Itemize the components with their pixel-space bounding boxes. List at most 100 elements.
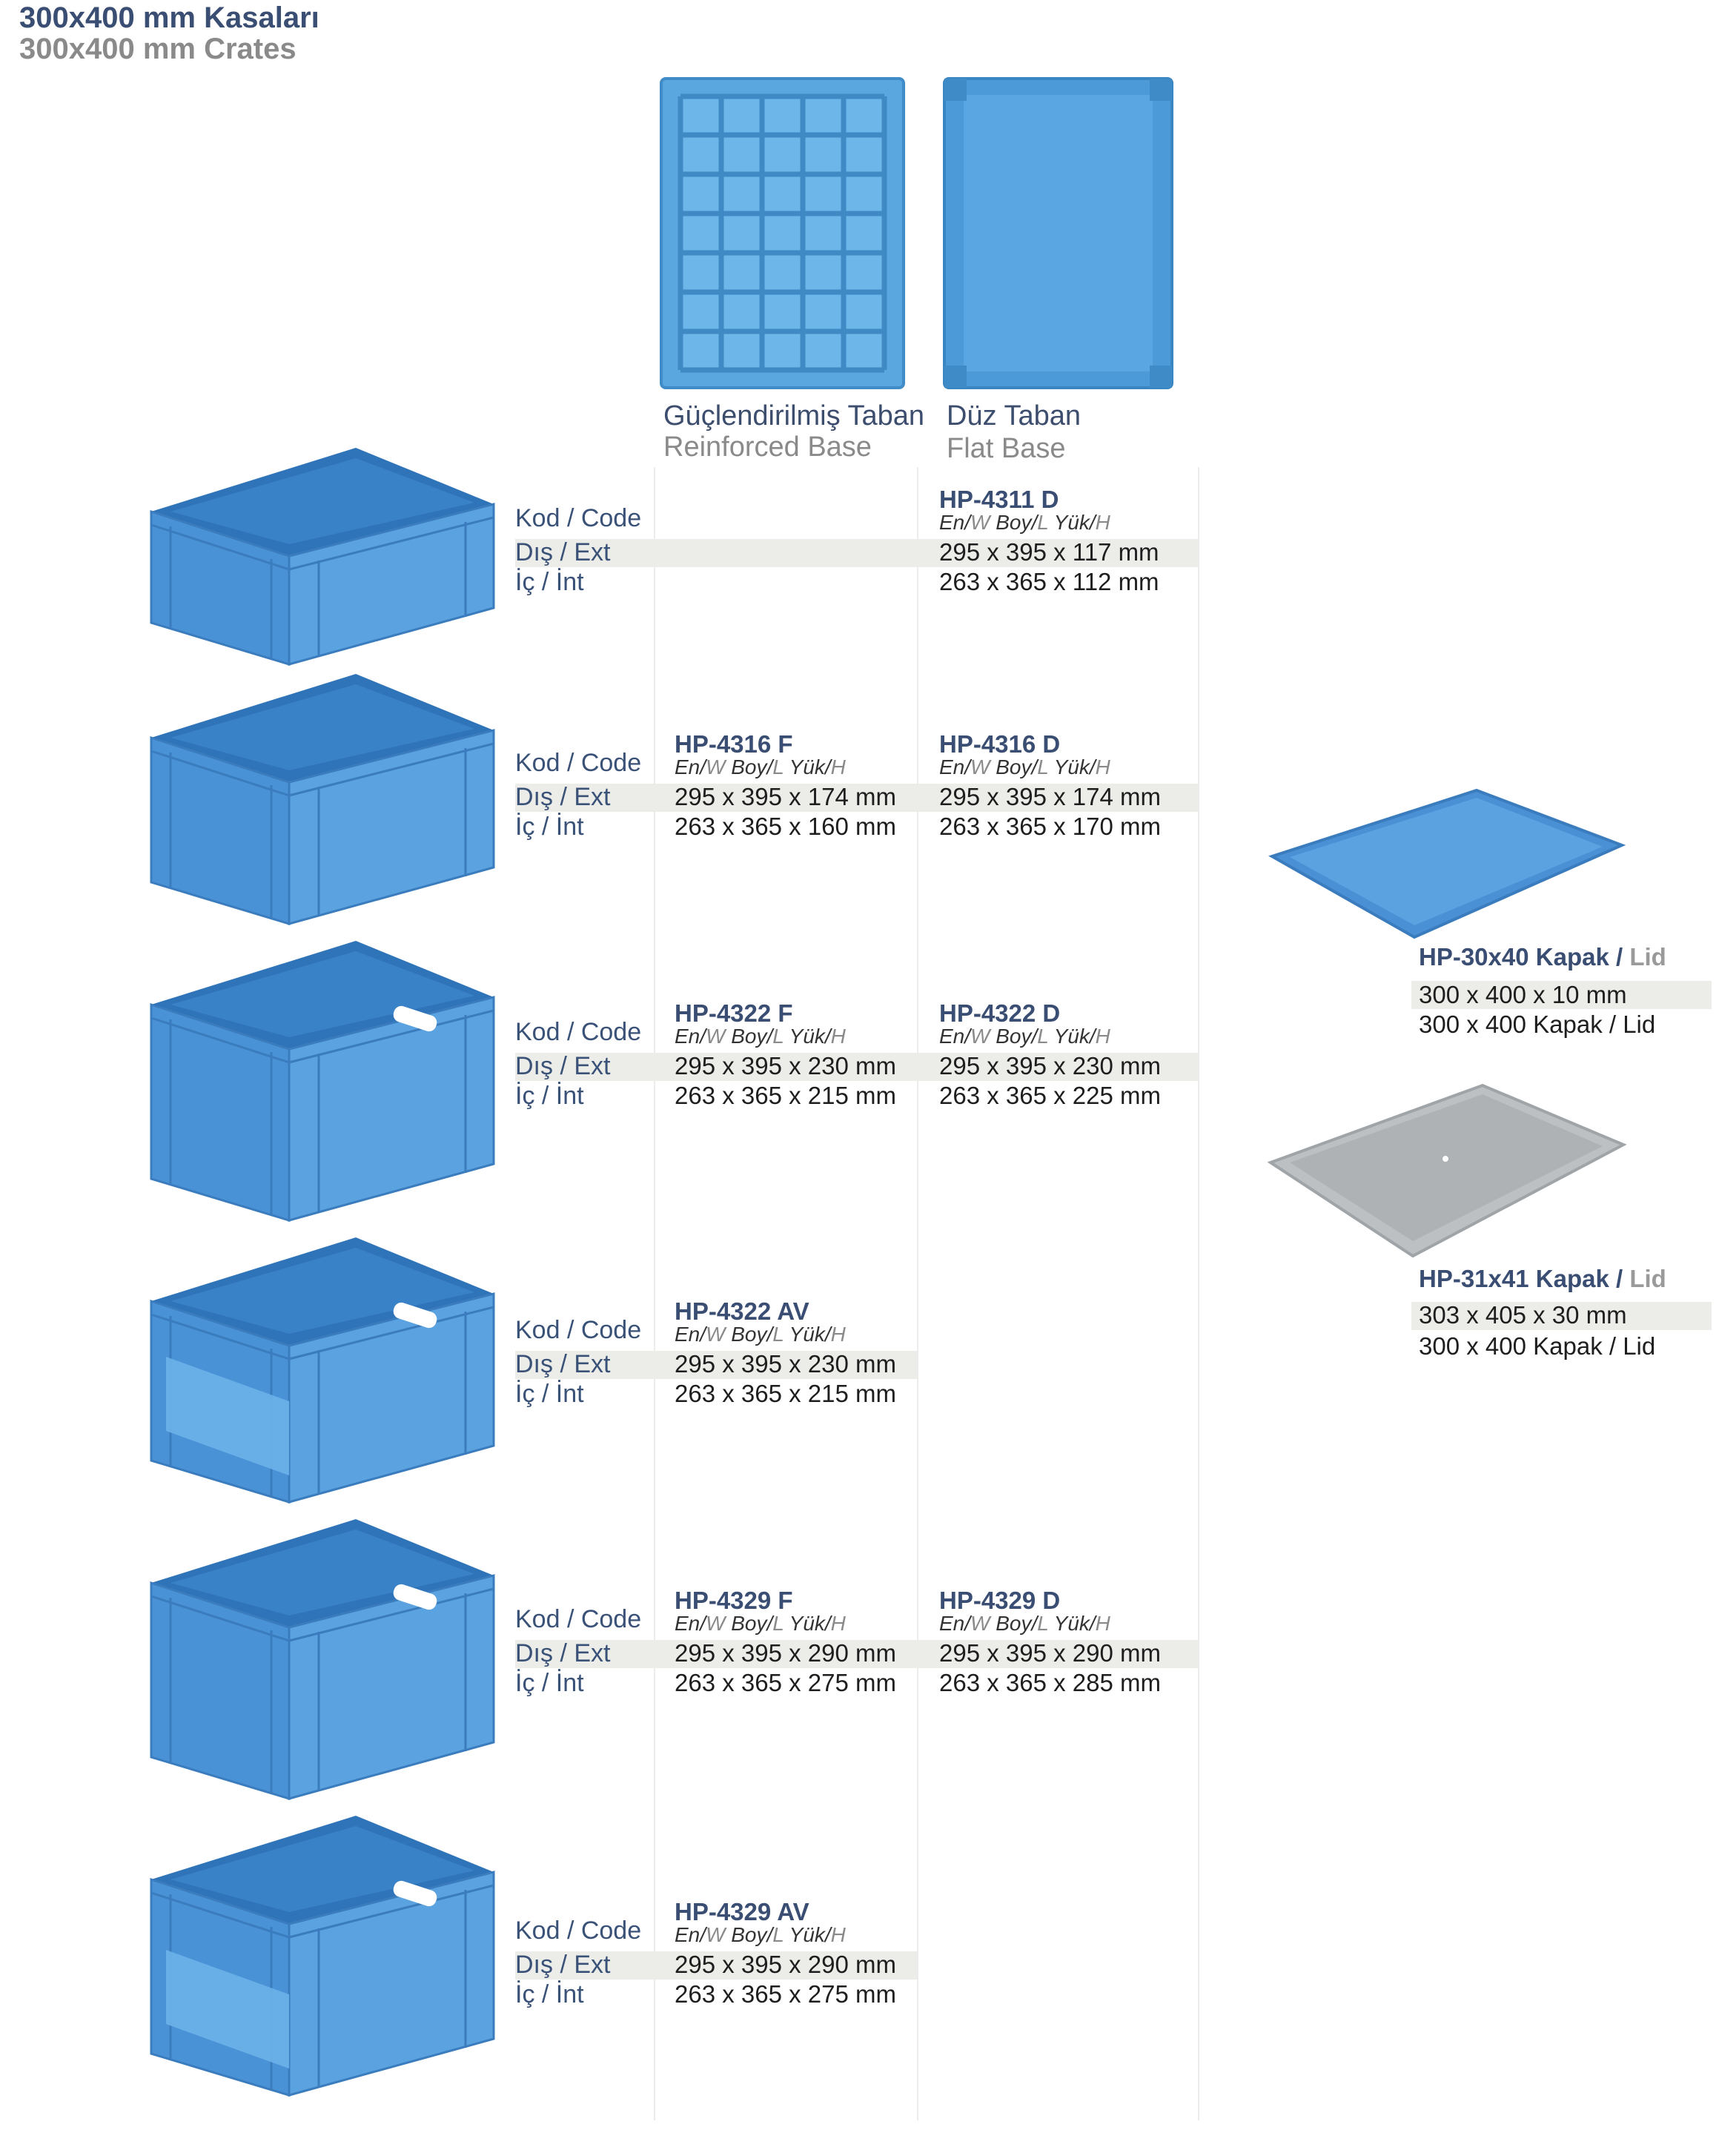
int-label: İç / İnt xyxy=(515,813,584,841)
column-flat-subtitle: Flat Base xyxy=(947,433,1066,464)
internal-dimensions: 263 x 365 x 285 mm xyxy=(939,1669,1161,1696)
axis-label: En/ xyxy=(675,1323,706,1346)
axis-label: Yük/ xyxy=(1053,755,1096,778)
ext-row-band xyxy=(515,1053,1198,1081)
lid-blue-image xyxy=(1268,788,1626,939)
internal-dimensions: 263 x 365 x 225 mm xyxy=(939,1082,1161,1109)
reinforced-base-image xyxy=(660,77,905,389)
axis-label: En/ xyxy=(675,1025,706,1048)
axis-label: L xyxy=(1037,755,1049,778)
axis-label: H xyxy=(830,1025,846,1048)
code-label: Kod / Code xyxy=(515,1605,642,1633)
product-code: HP-4316 D xyxy=(939,730,1061,758)
flat-base-image xyxy=(943,77,1173,389)
dimension-axes-label: En/W Boy/L Yük/H xyxy=(939,755,1110,779)
ext-row-band xyxy=(515,1640,1198,1668)
axis-label: En/ xyxy=(675,755,706,778)
crate-image xyxy=(150,941,495,1223)
crate-image xyxy=(150,448,495,667)
axis-label: H xyxy=(1095,511,1110,534)
internal-dimensions: 263 x 365 x 215 mm xyxy=(675,1380,896,1407)
axis-label: Yük/ xyxy=(789,1923,831,1946)
ext-label: Dış / Ext xyxy=(515,1052,611,1080)
int-label: İç / İnt xyxy=(515,1669,584,1697)
ext-row-band xyxy=(515,1351,917,1379)
ext-label: Dış / Ext xyxy=(515,1350,611,1378)
axis-label: W xyxy=(706,1923,726,1946)
axis-label: En/ xyxy=(939,1612,971,1635)
axis-label: Boy/ xyxy=(731,1025,773,1048)
product-code: HP-4316 F xyxy=(675,730,793,758)
axis-label: En/ xyxy=(675,1612,706,1635)
axis-label: Yük/ xyxy=(1053,1612,1096,1635)
axis-label: W xyxy=(970,755,990,778)
product-code: HP-4322 D xyxy=(939,999,1061,1027)
axis-label: W xyxy=(706,1323,726,1346)
column-reinforced-subtitle: Reinforced Base xyxy=(663,431,872,463)
code-label: Kod / Code xyxy=(515,504,642,532)
internal-dimensions: 263 x 365 x 275 mm xyxy=(675,1669,896,1696)
lid-code: HP-31x41 Kapak / Lid xyxy=(1419,1265,1666,1292)
page-subtitle: 300x400 mm Crates xyxy=(19,33,297,65)
axis-label: W xyxy=(706,755,726,778)
axis-label: L xyxy=(1037,1025,1049,1048)
axis-label: W xyxy=(706,1612,726,1635)
axis-label: H xyxy=(830,1323,846,1346)
axis-label: Boy/ xyxy=(996,1612,1038,1635)
column-divider xyxy=(654,467,655,2120)
product-code: HP-4322 AV xyxy=(675,1297,809,1325)
axis-label: L xyxy=(772,1323,784,1346)
external-dimensions: 295 x 395 x 230 mm xyxy=(939,1052,1161,1079)
internal-dimensions: 263 x 365 x 215 mm xyxy=(675,1082,896,1109)
axis-label: Boy/ xyxy=(731,1612,773,1635)
lid-fit: 300 x 400 Kapak / Lid xyxy=(1419,1011,1656,1038)
crate-image xyxy=(150,1519,495,1801)
axis-label: Boy/ xyxy=(731,1323,773,1346)
lid-fit: 300 x 400 Kapak / Lid xyxy=(1419,1332,1656,1360)
product-code: HP-4329 D xyxy=(939,1587,1061,1614)
axis-label: Yük/ xyxy=(789,755,831,778)
dimension-axes-label: En/W Boy/L Yük/H xyxy=(939,1612,1110,1636)
code-label: Kod / Code xyxy=(515,1316,642,1344)
ext-label: Dış / Ext xyxy=(515,1951,611,1979)
crate-image xyxy=(150,1237,495,1504)
axis-label: W xyxy=(706,1025,726,1048)
axis-label: L xyxy=(772,755,784,778)
crate-image xyxy=(150,1816,495,2097)
axis-label: W xyxy=(970,1025,990,1048)
axis-label: Boy/ xyxy=(731,755,773,778)
axis-label: L xyxy=(772,1612,784,1635)
ext-label: Dış / Ext xyxy=(515,783,611,811)
code-label: Kod / Code xyxy=(515,1018,642,1046)
internal-dimensions: 263 x 365 x 112 mm xyxy=(939,568,1159,595)
axis-label: Yük/ xyxy=(789,1323,831,1346)
int-label: İç / İnt xyxy=(515,1380,584,1408)
dimension-axes-label: En/W Boy/L Yük/H xyxy=(939,1025,1110,1048)
axis-label: W xyxy=(970,511,990,534)
axis-label: En/ xyxy=(675,1923,706,1946)
int-label: İç / İnt xyxy=(515,568,584,596)
axis-label: Boy/ xyxy=(996,511,1038,534)
axis-label: Yük/ xyxy=(1053,511,1096,534)
code-label: Kod / Code xyxy=(515,1917,642,1945)
ext-label: Dış / Ext xyxy=(515,538,611,566)
axis-label: L xyxy=(772,1025,784,1048)
axis-label: H xyxy=(1095,1025,1110,1048)
axis-label: Boy/ xyxy=(996,1025,1038,1048)
axis-label: Yük/ xyxy=(789,1025,831,1048)
axis-label: W xyxy=(970,1612,990,1635)
page-title: 300x400 mm Kasaları xyxy=(19,1,319,34)
axis-label: L xyxy=(772,1923,784,1946)
column-divider xyxy=(1198,467,1199,2120)
axis-label: L xyxy=(1037,511,1049,534)
external-dimensions: 295 x 395 x 230 mm xyxy=(675,1052,896,1079)
ext-row-band xyxy=(1411,981,1712,1009)
product-code: HP-4329 AV xyxy=(675,1898,809,1925)
ext-row-band xyxy=(1411,1302,1712,1330)
lid-code: HP-30x40 Kapak / Lid xyxy=(1419,943,1666,970)
axis-label: Boy/ xyxy=(731,1923,773,1946)
column-reinforced-title: Güçlendirilmiş Taban xyxy=(663,400,925,431)
axis-label: Boy/ xyxy=(996,755,1038,778)
dimension-axes-label: En/W Boy/L Yük/H xyxy=(675,1923,846,1947)
lid-dimensions: 303 x 405 x 30 mm xyxy=(1419,1301,1627,1329)
